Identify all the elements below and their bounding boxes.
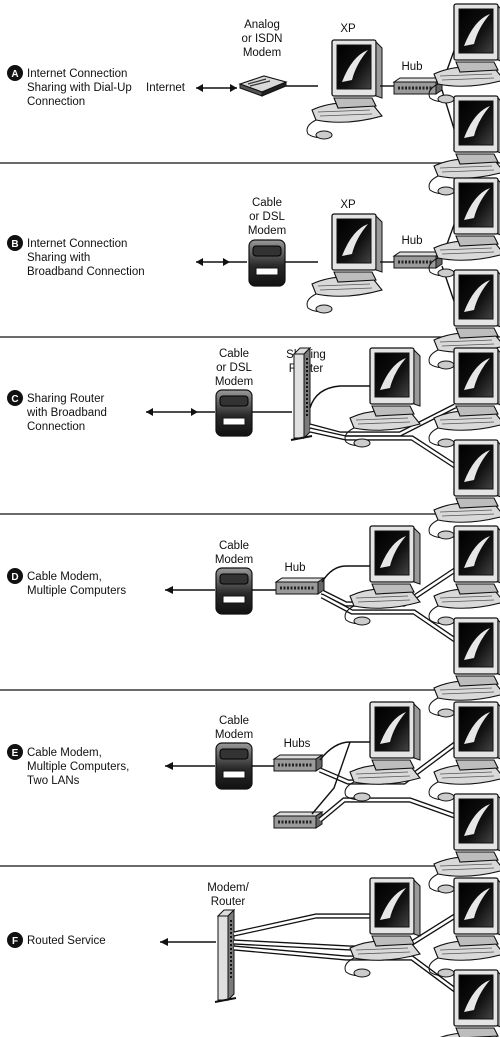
computer-icon xyxy=(428,525,500,626)
panel-letter: B xyxy=(11,239,18,250)
caption-line: Connection xyxy=(27,421,85,433)
hub-label: Hub xyxy=(401,235,422,247)
caption-line: Connection xyxy=(27,96,85,108)
panel-d: D Cable Modem, Multiple Computers Cable … xyxy=(7,525,500,718)
host-label: XP xyxy=(340,199,356,211)
panel-badge xyxy=(7,568,23,584)
panel-f: F Routed Service Modem/ Router xyxy=(7,877,500,1037)
caption-line: Routed Service xyxy=(27,935,106,947)
cable-modem-icon xyxy=(215,567,253,615)
xp-computer-icon xyxy=(306,213,383,314)
cable-modem-icon xyxy=(215,389,253,437)
panel-letter: D xyxy=(11,572,18,583)
modem-label: or ISDN xyxy=(242,33,283,45)
panel-badge xyxy=(7,65,23,81)
modem-label: Modem xyxy=(215,729,253,741)
caption-line: Sharing with Dial-Up xyxy=(27,82,132,94)
caption-line: Sharing Router xyxy=(27,393,105,405)
modem-label: Modem xyxy=(243,47,281,59)
computer-icon xyxy=(344,877,421,978)
modem-label: Cable xyxy=(252,197,282,209)
panel-c: C Sharing Router with Broadband Connecti… xyxy=(7,347,500,540)
cable-modem-icon xyxy=(215,742,253,790)
panel-letter: E xyxy=(12,748,19,759)
modem-label: Cable xyxy=(219,348,249,360)
host-label: XP xyxy=(340,23,356,35)
caption-line: Cable Modem, xyxy=(27,571,102,583)
modem-label: Cable xyxy=(219,540,249,552)
modem-router-icon xyxy=(214,909,237,1003)
panel-badge xyxy=(7,744,23,760)
modem-label: or DSL xyxy=(249,211,285,223)
hub-label: Hub xyxy=(284,562,305,574)
cable-modem-icon xyxy=(248,239,286,287)
arrow-icon xyxy=(165,586,173,594)
sharing-router-icon xyxy=(290,347,313,441)
hub-icon xyxy=(274,576,326,596)
panel-a: A Internet Connection Sharing with Dial-… xyxy=(7,3,500,196)
panel-e: E Cable Modem, Multiple Computers, Two L… xyxy=(7,701,500,894)
hub-icon xyxy=(272,810,324,830)
panel-letter: F xyxy=(12,936,18,947)
router-label: Router xyxy=(211,896,246,908)
caption-line: Broadband Connection xyxy=(27,266,145,278)
analog-modem-icon xyxy=(239,75,287,97)
double-arrow-icon xyxy=(196,258,230,266)
caption-line: Cable Modem, xyxy=(27,747,102,759)
modem-label: Modem xyxy=(215,376,253,388)
panel-b: B Internet Connection Sharing with Broad… xyxy=(7,177,500,370)
computer-icon xyxy=(428,701,500,802)
panel-badge xyxy=(7,390,23,406)
computer-icon xyxy=(344,701,421,802)
hub-label: Hub xyxy=(401,61,422,73)
xp-computer-icon xyxy=(306,39,383,140)
caption-line: Multiple Computers xyxy=(27,585,126,597)
panel-badge xyxy=(7,932,23,948)
modem-label: or DSL xyxy=(216,362,252,374)
panel-badge xyxy=(7,235,23,251)
caption-line: Multiple Computers, xyxy=(27,761,129,773)
arrow-icon xyxy=(165,762,173,770)
caption-line: Internet Connection xyxy=(27,238,127,250)
caption-line: with Broadband xyxy=(26,407,107,419)
caption-line: Sharing with xyxy=(27,252,90,264)
modem-label: Cable xyxy=(219,715,249,727)
modem-label: Modem xyxy=(248,225,286,237)
arrow-icon xyxy=(160,938,168,946)
panel-letter: A xyxy=(11,69,18,80)
internet-label: Internet xyxy=(146,82,186,94)
modem-label: Analog xyxy=(244,19,280,31)
modem-label: Modem xyxy=(215,554,253,566)
panel-letter: C xyxy=(11,394,18,405)
router-label: Modem/ xyxy=(207,882,249,894)
hub-icon xyxy=(272,753,324,773)
caption-line: Two LANs xyxy=(27,775,80,787)
panel-separators xyxy=(0,162,500,867)
caption-line: Internet Connection xyxy=(27,68,127,80)
hubs-label: Hubs xyxy=(284,738,311,750)
